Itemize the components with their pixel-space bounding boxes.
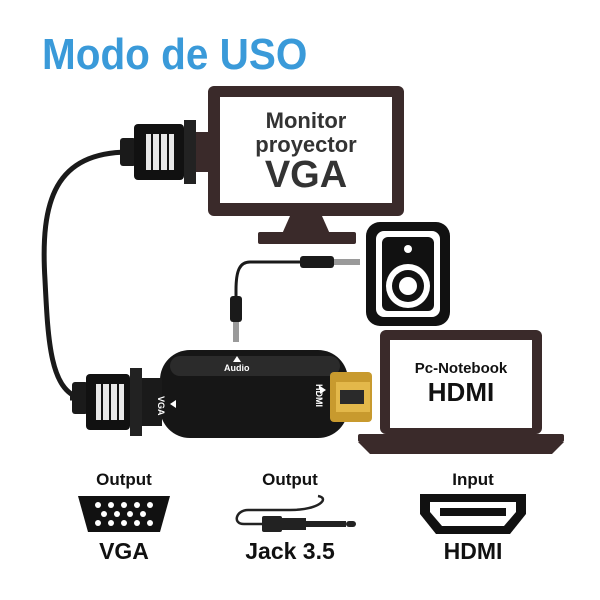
monitor-label: Monitor proyector VGA — [220, 108, 392, 197]
laptop-label: Pc-Notebook HDMI — [390, 360, 532, 408]
vga-port-icon — [78, 496, 170, 532]
vga-connector-bottom — [70, 368, 162, 436]
laptop-label-line1: Pc-Notebook — [414, 360, 508, 377]
monitor-label-line3: VGA — [264, 154, 348, 196]
adapter-audio-label: Audio — [224, 363, 250, 373]
jack-plug-speaker — [300, 256, 360, 268]
port-hdmi-name: HDMI — [443, 538, 503, 564]
vga-cable — [41, 149, 131, 401]
vga-connector-top — [120, 120, 210, 184]
port-jack-name: Jack 3.5 — [245, 538, 335, 564]
adapter-hdmi-label: HDMI — [314, 384, 324, 407]
speaker-icon — [366, 222, 450, 326]
hdmi-port-icon — [420, 494, 526, 534]
hdmi-plug — [330, 372, 372, 422]
audio-cable — [234, 260, 306, 320]
laptop-icon — [358, 330, 564, 454]
port-jack-title: Output — [262, 470, 318, 489]
monitor-icon — [208, 86, 404, 244]
adapter-body — [160, 350, 348, 438]
port-vga-name: VGA — [99, 538, 149, 564]
monitor-label-line1: Monitor — [265, 108, 347, 133]
page-title: Modo de USO — [42, 30, 308, 79]
jack-plug-adapter — [230, 296, 242, 342]
jack-plug-icon — [235, 494, 356, 532]
monitor-label-line2: proyector — [255, 132, 357, 157]
port-hdmi-title: Input — [452, 470, 494, 489]
laptop-label-line2: HDMI — [427, 377, 495, 407]
port-vga-title: Output — [96, 470, 152, 489]
adapter-vga-label: VGA — [156, 396, 166, 416]
